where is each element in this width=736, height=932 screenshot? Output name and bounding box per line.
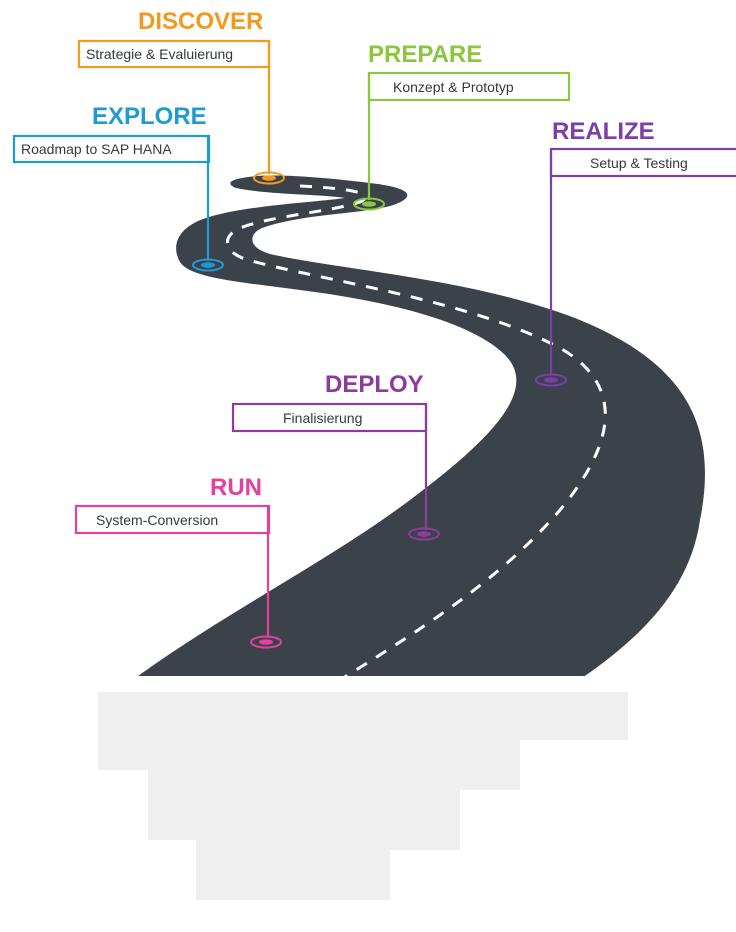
stage-marker-icon: [353, 197, 385, 211]
stage-marker-dot-icon: [201, 262, 215, 268]
stage-title: RUN: [210, 474, 262, 501]
stage-prepare: PREPARE Konzept & Prototyp: [353, 41, 571, 211]
stage-marker-dot-icon: [544, 377, 558, 383]
stage-title: EXPLORE: [92, 103, 207, 130]
stage-marker-icon: [192, 258, 224, 272]
stage-marker-dot-icon: [262, 175, 276, 181]
stage-marker-dot-icon: [417, 531, 431, 537]
stage-deploy: DEPLOY Finalisierung: [231, 371, 440, 541]
stage-discover: DISCOVER Strategie & Evaluierung: [77, 8, 285, 185]
road: [138, 175, 705, 687]
stage-label-box: [12, 134, 211, 164]
stage-marker-dot-icon: [362, 201, 376, 207]
stage-title: DEPLOY: [325, 371, 424, 398]
stage-title: PREPARE: [368, 41, 482, 68]
stage-title: REALIZE: [552, 118, 655, 145]
stage-marker-dot-icon: [259, 639, 273, 645]
stage-marker-icon: [253, 171, 285, 185]
stage-marker-icon: [408, 527, 440, 541]
stage-marker-icon: [250, 635, 282, 649]
stage-run: RUN System-Conversion: [74, 474, 282, 649]
stage-subtitle: System-Conversion: [96, 512, 218, 528]
stage-explore: EXPLORE Roadmap to SAP HANA: [12, 103, 224, 272]
ground-fade: [98, 690, 628, 900]
stage-subtitle: Roadmap to SAP HANA: [21, 141, 172, 157]
stage-label-box: [74, 504, 271, 535]
stage-subtitle: Strategie & Evaluierung: [86, 46, 233, 62]
stage-title: DISCOVER: [138, 8, 263, 35]
stage-realize: REALIZE Setup & Testing: [535, 118, 736, 387]
stage-subtitle: Setup & Testing: [590, 155, 688, 171]
ground-edge: [90, 676, 640, 692]
stage-marker-icon: [535, 373, 567, 387]
stage-subtitle: Finalisierung: [283, 410, 362, 426]
stage-label-box: [77, 39, 271, 69]
stage-subtitle: Konzept & Prototyp: [393, 79, 514, 95]
